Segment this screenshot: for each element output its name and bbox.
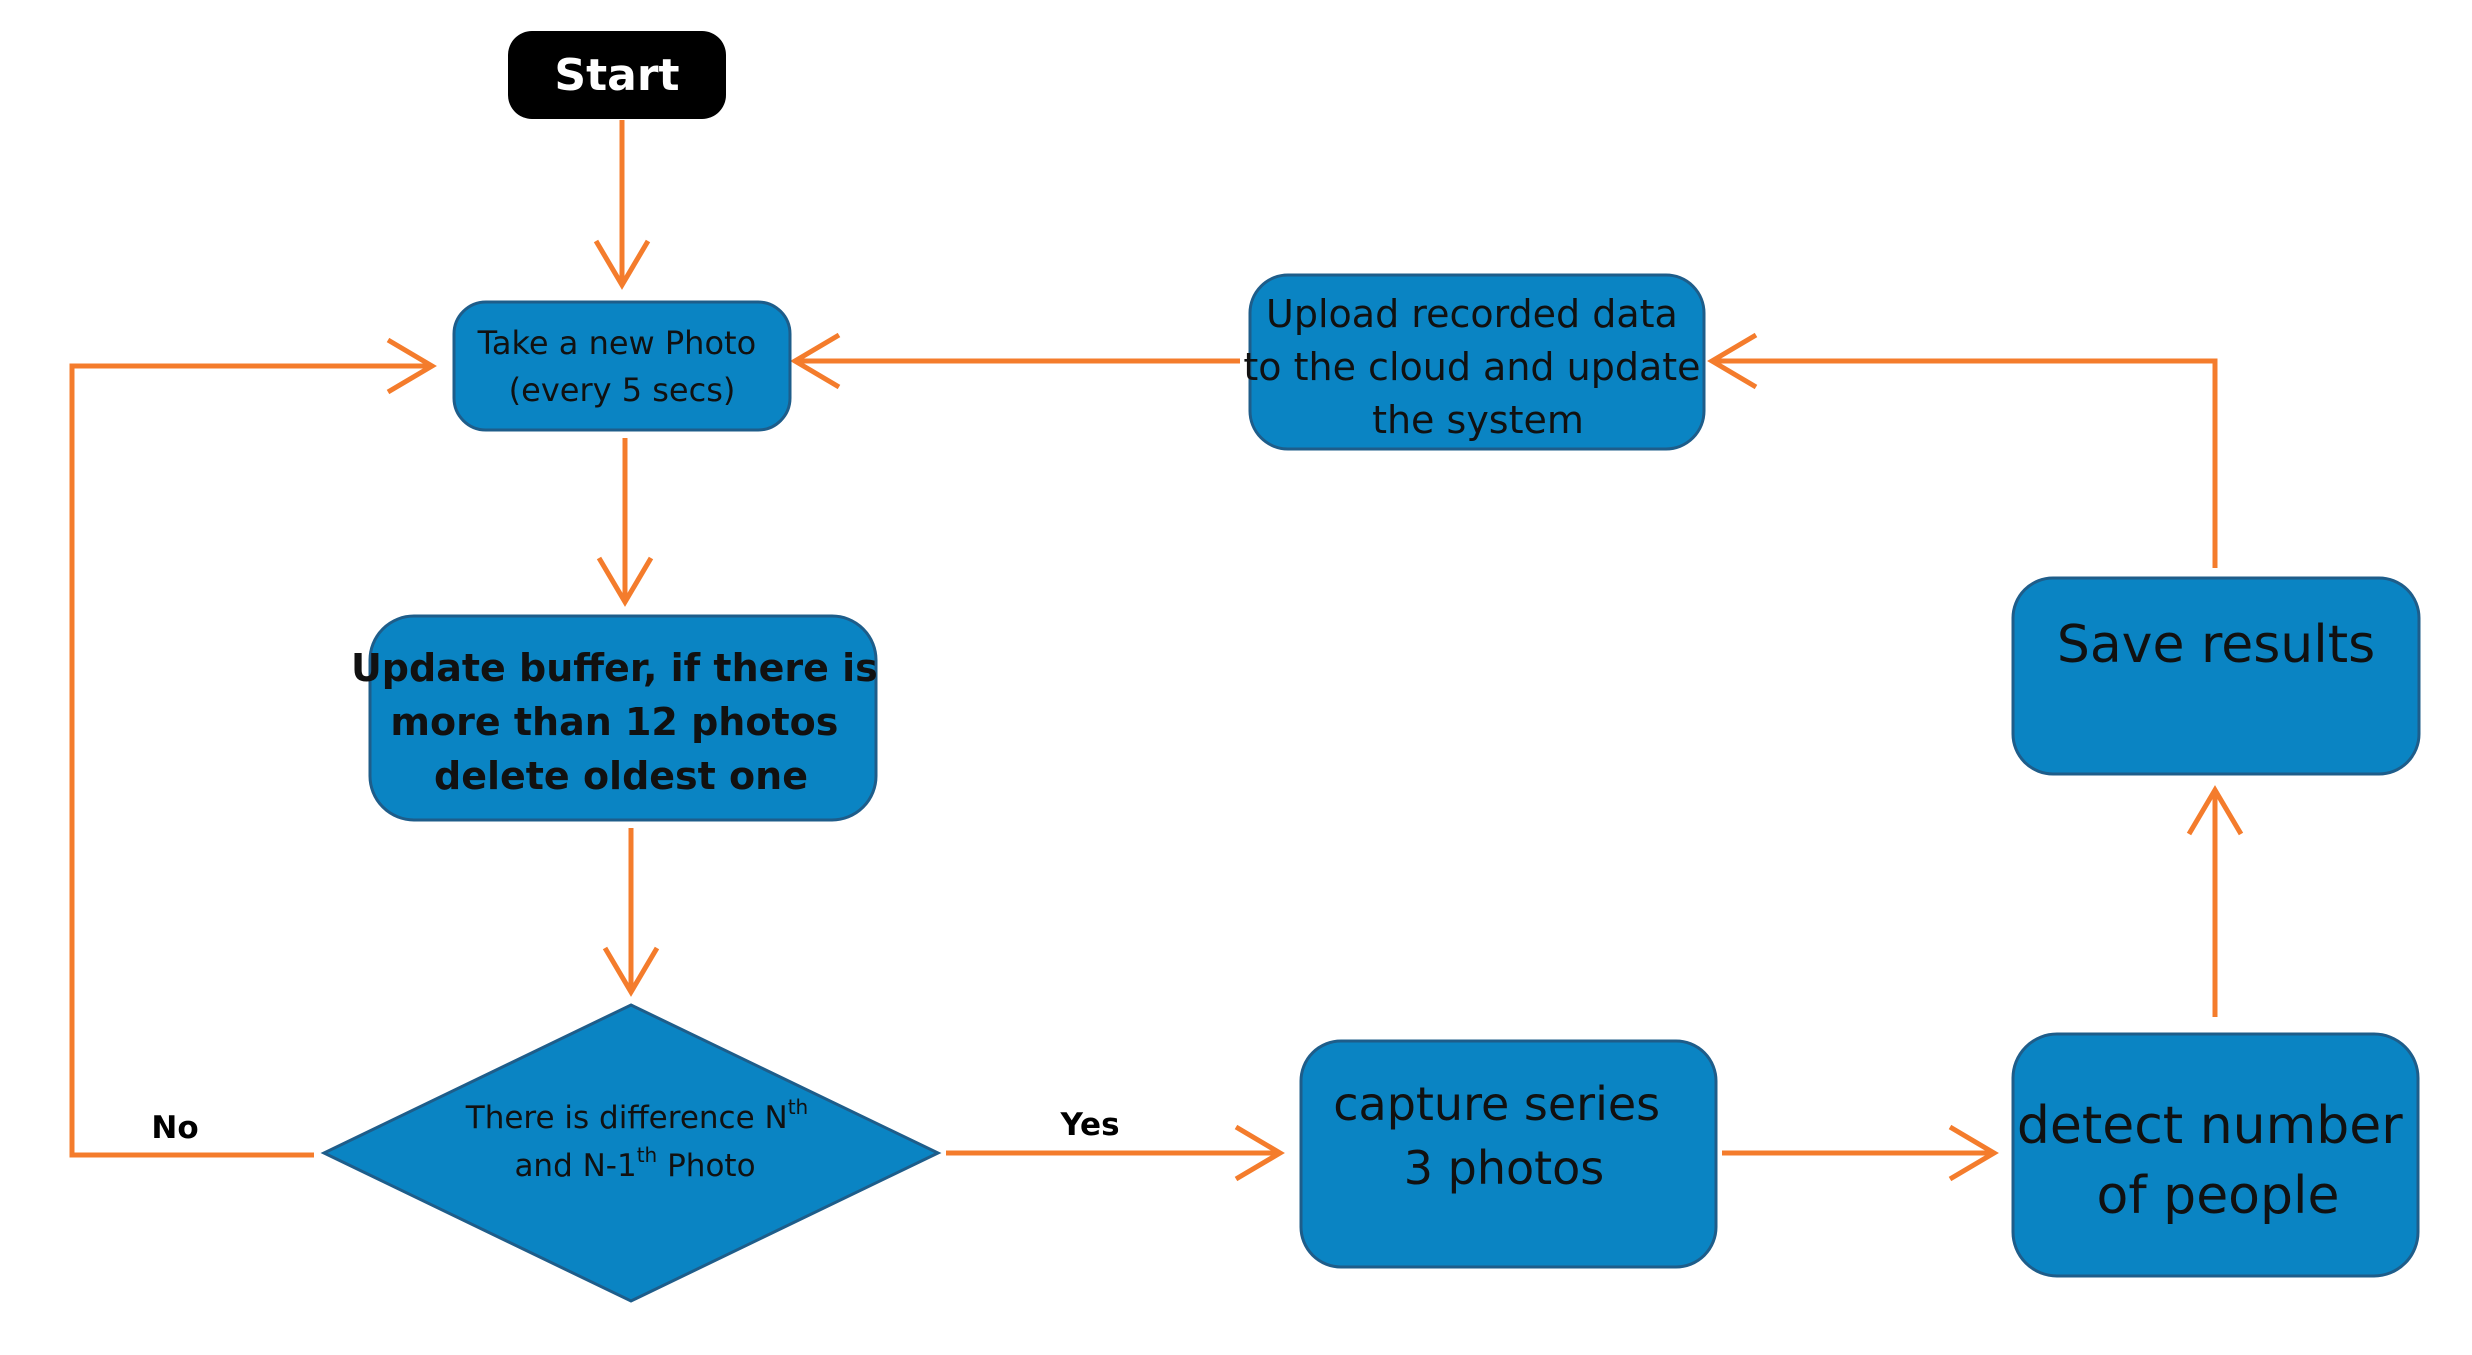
edge-label-yes: Yes bbox=[1059, 1107, 1119, 1143]
edges bbox=[69, 120, 2244, 1182]
update-buffer-line-2: more than 12 photos bbox=[390, 700, 838, 744]
edge-label-no: No bbox=[151, 1110, 198, 1146]
edge-save-to-upload bbox=[1707, 332, 2218, 568]
take-photo-node: Take a new Photo (every 5 secs) bbox=[452, 300, 792, 432]
decision-node: There is difference Nth and N-1th Photo bbox=[320, 1003, 942, 1303]
svg-text:Upload recorded data to: Upload recorded data to the cloud and up… bbox=[1243, 292, 1712, 442]
take-photo-line-1: Take a new Photo bbox=[477, 324, 756, 362]
upload-line-3: the system bbox=[1372, 398, 1584, 442]
upload-node: Upload recorded data to the cloud and up… bbox=[1243, 273, 1712, 451]
decision-line-1-sup: th bbox=[788, 1095, 809, 1119]
capture-line-1: capture series bbox=[1333, 1077, 1660, 1131]
svg-text:There is difference Nth: There is difference Nth bbox=[465, 1095, 808, 1136]
save-label: Save results bbox=[2057, 615, 2375, 675]
start-label: Start bbox=[554, 50, 679, 101]
decision-line-2-sup: th bbox=[637, 1143, 658, 1167]
svg-text:capture series 3 photos: capture series 3 photos bbox=[1333, 1077, 1675, 1195]
svg-text:and N-1th Photo: and N-1th Photo bbox=[514, 1143, 755, 1184]
update-buffer-node: Update buffer, if there is more than 12 … bbox=[351, 614, 891, 822]
capture-node: capture series 3 photos bbox=[1299, 1039, 1718, 1269]
upload-line-1: Upload recorded data bbox=[1266, 292, 1678, 336]
decision-line-1: There is difference N bbox=[465, 1100, 788, 1136]
take-photo-line-2: (every 5 secs) bbox=[509, 371, 736, 409]
upload-line-2: to the cloud and update bbox=[1243, 345, 1700, 389]
update-buffer-line-3: delete oldest one bbox=[434, 754, 808, 798]
edge-decision-no-to-take-photo bbox=[69, 337, 437, 1158]
capture-line-2: 3 photos bbox=[1404, 1141, 1605, 1195]
svg-text:detect number of people: detect number of people bbox=[2017, 1096, 2419, 1226]
detect-line-2: of people bbox=[2097, 1166, 2340, 1226]
detect-node: detect number of people bbox=[2011, 1032, 2420, 1278]
update-buffer-line-1: Update buffer, if there is bbox=[351, 646, 878, 690]
save-node: Save results bbox=[2011, 576, 2421, 776]
decision-line-2-pre: and N-1 bbox=[514, 1148, 636, 1184]
svg-text:Update buffer, if there is: Update buffer, if there is more than 12 … bbox=[351, 646, 891, 798]
decision-line-2-post: Photo bbox=[657, 1148, 755, 1184]
svg-text:Take a new Photo (every: Take a new Photo (every 5 secs) bbox=[477, 324, 767, 409]
start-node: Start bbox=[508, 31, 726, 119]
detect-line-1: detect number bbox=[2017, 1096, 2403, 1156]
